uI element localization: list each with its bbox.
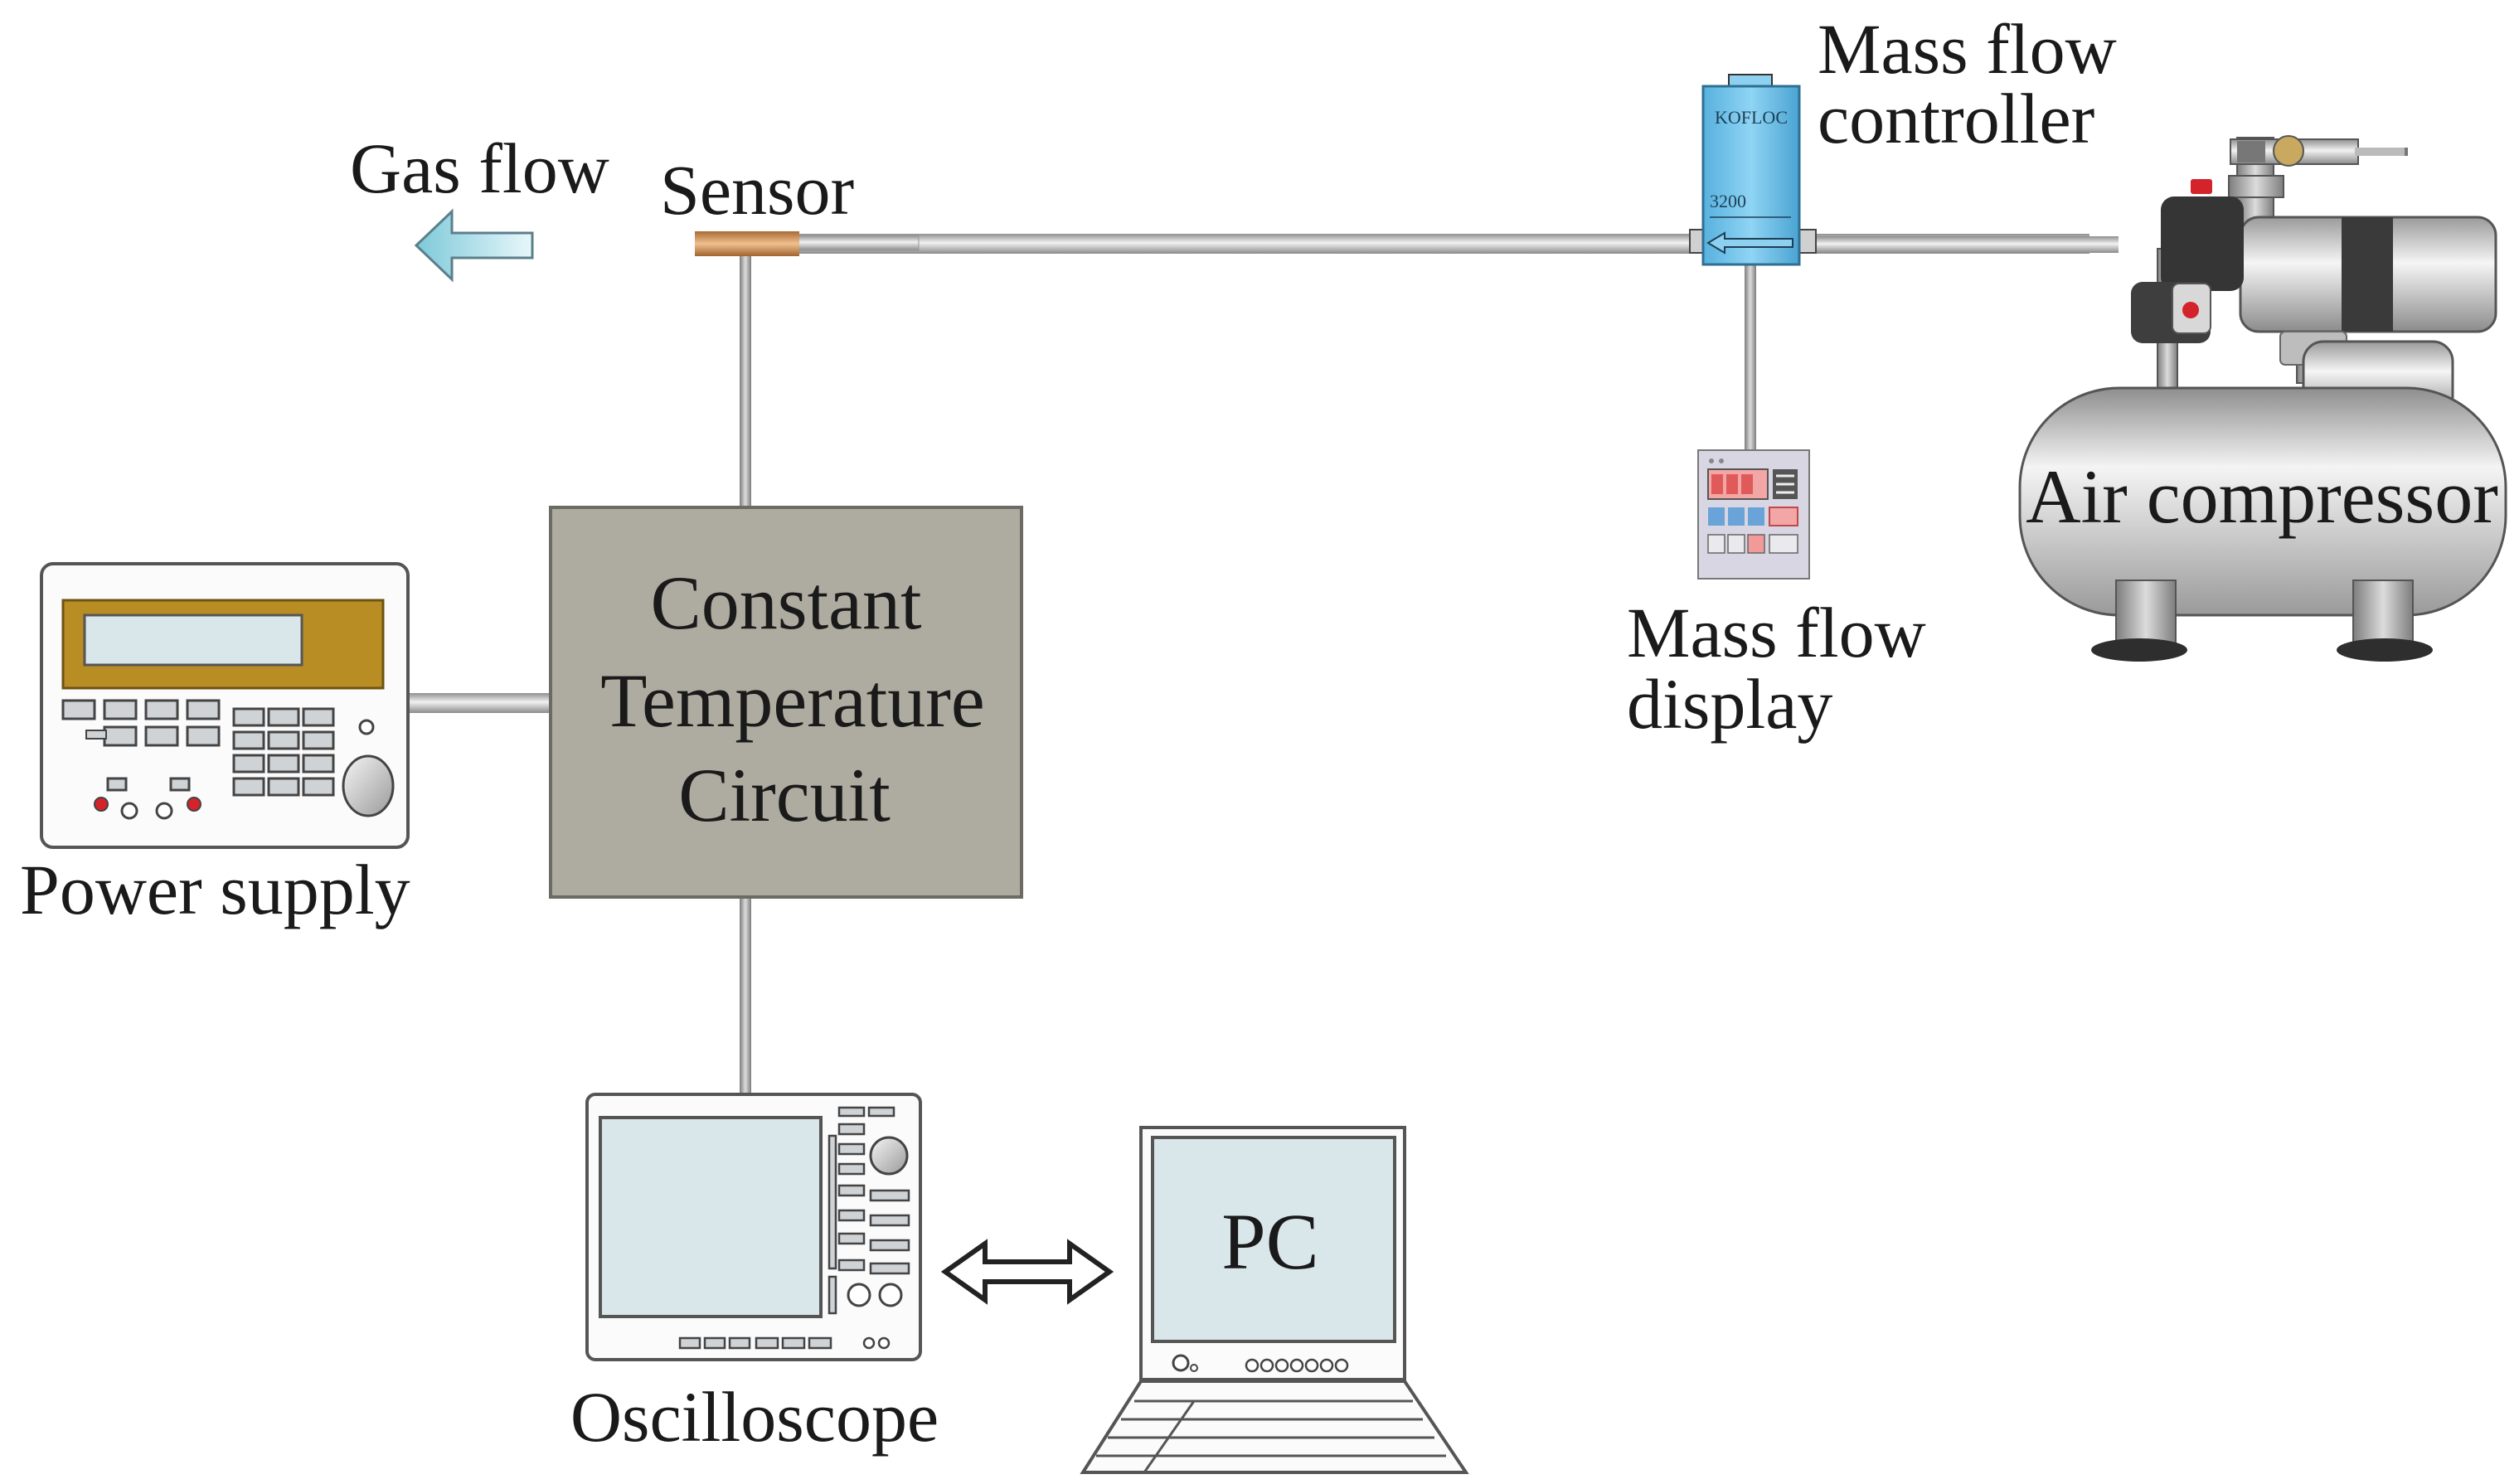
circuit-label-line3: Circuit bbox=[678, 753, 891, 837]
oscilloscope-knob bbox=[869, 1136, 909, 1176]
data-link-double-arrow bbox=[940, 1239, 1114, 1305]
circuit-label-line1: Constant bbox=[650, 560, 922, 645]
connection-wires bbox=[406, 253, 1756, 1094]
compressor-tank bbox=[2018, 386, 2507, 617]
pipe-left-thin bbox=[794, 235, 920, 251]
mfc-flow-arrow bbox=[1706, 231, 1793, 255]
sensor-probe bbox=[695, 231, 799, 256]
power-supply-screen bbox=[83, 613, 303, 667]
air-compressor-label: Air compressor bbox=[2026, 454, 2498, 539]
compressor-valve bbox=[2161, 196, 2244, 291]
air-compressor-device bbox=[2018, 135, 2507, 662]
mfc-body bbox=[1701, 85, 1801, 266]
mass-flow-display-device bbox=[1697, 449, 1810, 580]
power-supply-knob bbox=[342, 754, 395, 817]
oscilloscope-label: Oscilloscope bbox=[570, 1377, 939, 1457]
wire-sensor-to-circuit bbox=[740, 253, 751, 510]
mass-flow-display-label-line1: Mass flow bbox=[1627, 593, 1926, 672]
pipe-to-compressor bbox=[1803, 236, 2119, 253]
sensor-label: Sensor bbox=[660, 150, 854, 230]
mass-flow-display-label-line2: display bbox=[1627, 664, 1832, 744]
constant-temperature-circuit-box bbox=[549, 506, 1023, 899]
oscilloscope-screen bbox=[599, 1116, 823, 1318]
power-supply-device bbox=[40, 562, 410, 849]
wire-mfc-to-display bbox=[1745, 264, 1756, 454]
mfc-model-text: 3200 bbox=[1710, 191, 1746, 211]
valve-red-indicator bbox=[2182, 302, 2199, 318]
circuit-label-line2: Temperature bbox=[600, 658, 985, 743]
oscilloscope-device bbox=[585, 1093, 922, 1361]
power-supply-label: Power supply bbox=[20, 850, 410, 929]
gas-pipe bbox=[695, 231, 2119, 256]
pc-laptop-device bbox=[1080, 1126, 1469, 1474]
gas-flow-label: Gas flow bbox=[350, 129, 609, 208]
pc-screen bbox=[1151, 1136, 1396, 1343]
pc-label: PC bbox=[1221, 1197, 1318, 1286]
gas-flow-arrow bbox=[414, 208, 534, 283]
mass-flow-controller: KOFLOC 3200 bbox=[1689, 74, 1817, 266]
wire-power-to-circuit bbox=[406, 693, 552, 713]
wire-circuit-to-oscilloscope bbox=[740, 897, 751, 1094]
pc-keyboard bbox=[1080, 1380, 1469, 1474]
mfc-brand-text: KOFLOC bbox=[1715, 107, 1788, 128]
mass-flow-controller-label-line2: controller bbox=[1818, 79, 2094, 158]
mass-flow-controller-label-line1: Mass flow bbox=[1818, 9, 2117, 89]
